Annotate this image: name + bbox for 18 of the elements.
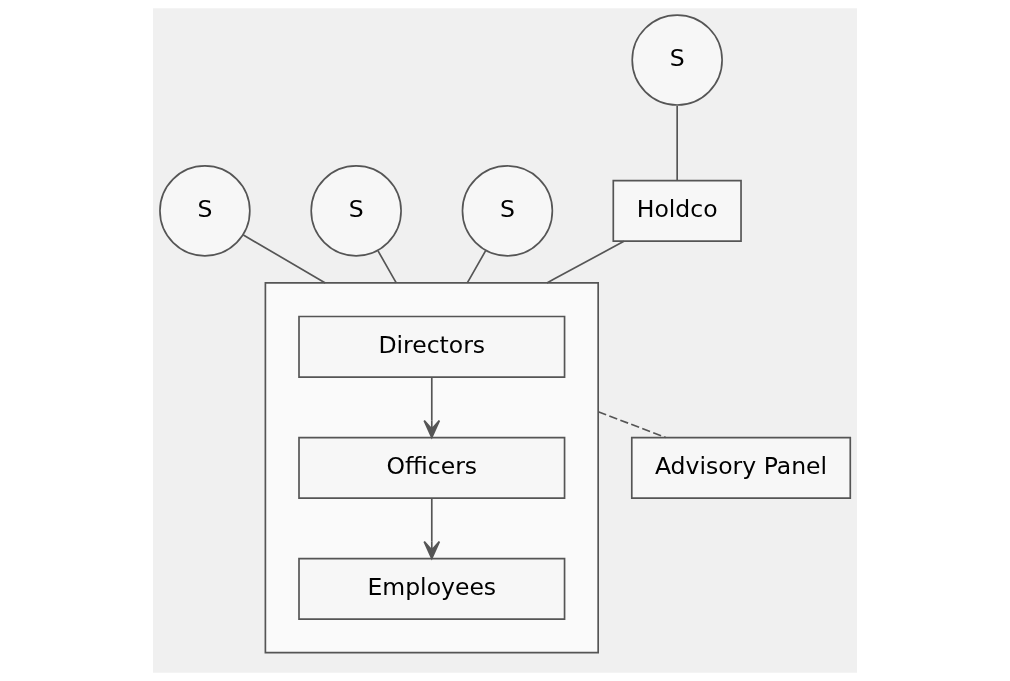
node-box: Officers (298, 436, 566, 499)
connector (546, 240, 625, 284)
arrow (423, 497, 441, 560)
connector (597, 410, 667, 439)
connector (676, 105, 678, 182)
node-box: Directors (298, 315, 566, 378)
node-circle: S (631, 14, 723, 106)
cluster (264, 282, 599, 654)
connector (377, 250, 398, 284)
connector (242, 234, 327, 284)
node-circle: S (310, 165, 402, 257)
node-box: Holdco (612, 179, 742, 242)
node-circle: S (159, 165, 251, 257)
arrow (423, 376, 441, 439)
node-circle: S (461, 165, 554, 257)
node-box: Employees (298, 557, 566, 620)
node-box: Advisory Panel (630, 436, 852, 499)
connector (466, 250, 487, 284)
